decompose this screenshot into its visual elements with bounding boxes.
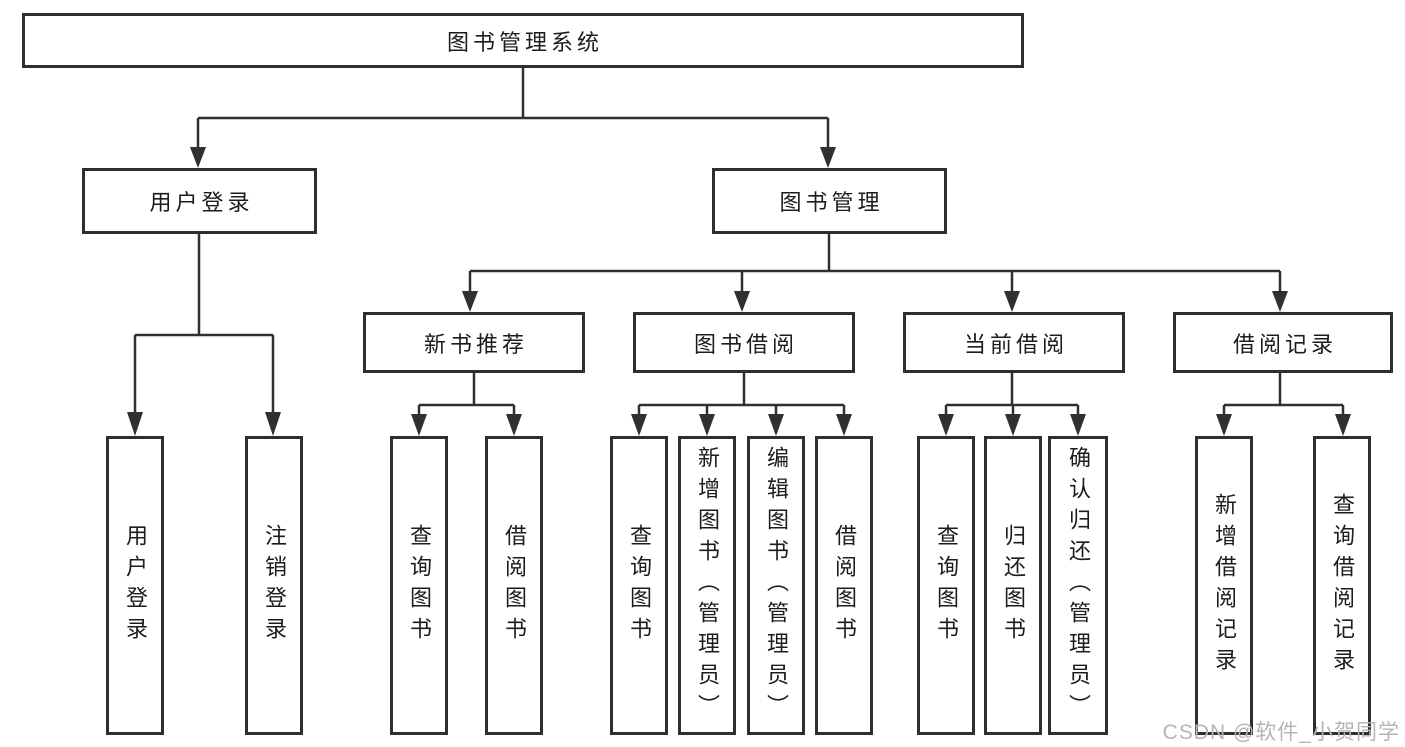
leaf-add-borrow-record: 新增借阅记录 [1195,436,1253,735]
node-new-book-recommend: 新书推荐 [363,312,585,373]
leaf-return-books: 归还图书 [984,436,1042,735]
leaf-query-books-recommend: 查询图书 [390,436,448,735]
leaf-confirm-return-admin: 确认归还（管理员） [1048,436,1108,735]
node-borrow-record: 借阅记录 [1173,312,1393,373]
leaf-user-login: 用户登录 [106,436,164,735]
leaf-borrow-books: 借阅图书 [815,436,873,735]
leaf-query-books-borrow: 查询图书 [610,436,668,735]
leaf-query-borrow-record: 查询借阅记录 [1313,436,1371,735]
watermark-text: CSDN @软件_小贺同学 [1162,721,1400,744]
leaf-borrow-books-recommend: 借阅图书 [485,436,543,735]
node-book-borrow: 图书借阅 [633,312,855,373]
node-current-borrow: 当前借阅 [903,312,1125,373]
leaf-query-books-current: 查询图书 [917,436,975,735]
node-book-management: 图书管理 [712,168,947,234]
leaf-edit-books-admin: 编辑图书（管理员） [747,436,805,735]
node-user-login: 用户登录 [82,168,317,234]
leaf-add-books-admin: 新增图书（管理员） [678,436,736,735]
node-library-management-system: 图书管理系统 [22,13,1024,68]
leaf-logout: 注销登录 [245,436,303,735]
